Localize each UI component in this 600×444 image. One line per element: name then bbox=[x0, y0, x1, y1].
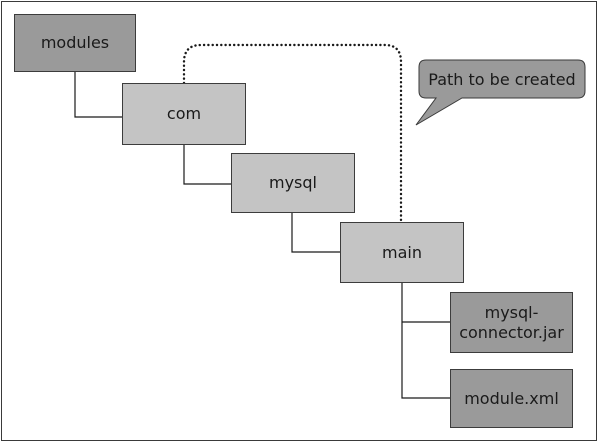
node-jar-label-line2: connector.jar bbox=[459, 322, 564, 342]
connector-com-mysql bbox=[183, 145, 231, 185]
node-modules-label: modules bbox=[40, 33, 110, 53]
node-jar-label-line1: mysql- bbox=[484, 303, 539, 323]
node-module-xml-label: module.xml bbox=[464, 388, 559, 408]
node-module-xml: module.xml bbox=[450, 369, 573, 428]
node-mysql: mysql bbox=[231, 153, 355, 213]
node-modules: modules bbox=[14, 14, 136, 72]
node-com-label: com bbox=[166, 104, 202, 124]
node-mysql-label: mysql bbox=[269, 173, 317, 193]
connector-main-children bbox=[401, 283, 450, 399]
node-main-label: main bbox=[382, 242, 422, 262]
node-main: main bbox=[340, 222, 464, 283]
node-mysql-connector-jar: mysql- connector.jar bbox=[450, 292, 573, 353]
connector-modules-com bbox=[74, 72, 122, 118]
callout-bubble bbox=[415, 59, 586, 126]
callout-text: Path to be created bbox=[428, 69, 576, 89]
connector-mysql-main bbox=[291, 213, 340, 253]
node-com: com bbox=[122, 83, 246, 145]
